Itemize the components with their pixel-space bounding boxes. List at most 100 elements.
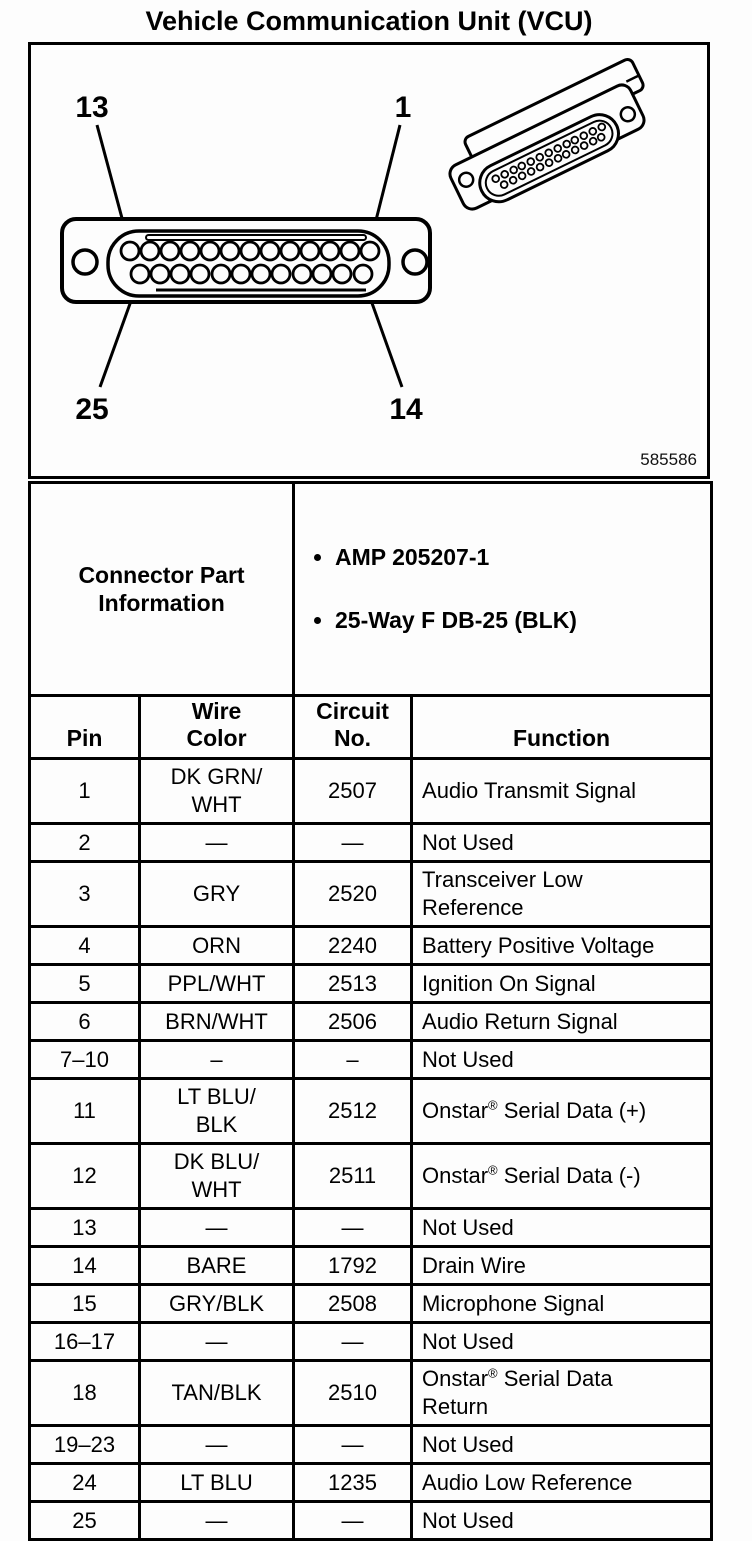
- function-cell: Drain Wire: [410, 1245, 714, 1286]
- connector-part-info-row: Connector Part Information AMP 205207-1 …: [27, 481, 714, 697]
- function-cell: Audio Return Signal: [410, 1001, 714, 1042]
- table-row: 1 DK GRN/ WHT 2507 Audio Transmit Signal: [28, 757, 714, 825]
- wire-color-cell: —: [137, 1321, 296, 1362]
- pin-cell: 6: [28, 1001, 141, 1042]
- table-row: 12 DK BLU/ WHT 2511 Onstar® Serial Data …: [28, 1142, 714, 1210]
- function-cell: Onstar® Serial Data (+): [410, 1077, 714, 1145]
- mounting-hole-right: [401, 248, 429, 276]
- function-cell: Onstar® Serial Data (-): [410, 1142, 714, 1210]
- function-cell: Transceiver Low Reference: [410, 860, 714, 928]
- circuit-no-cell: 1235: [292, 1462, 414, 1503]
- pin-cell: 15: [28, 1283, 141, 1324]
- pin-cell: 14: [28, 1245, 141, 1286]
- pin-cell: 2: [28, 822, 141, 863]
- connector-type: 25-Way F DB-25 (BLK): [335, 607, 709, 634]
- pin-cell: 3: [28, 860, 141, 928]
- wire-color-cell: BRN/WHT: [137, 1001, 296, 1042]
- wire-color-cell: DK BLU/ WHT: [137, 1142, 296, 1210]
- wire-color-cell: —: [137, 822, 296, 863]
- function-cell: Ignition On Signal: [410, 963, 714, 1004]
- table-row: 7–10 – – Not Used: [28, 1039, 714, 1080]
- function-cell: Audio Transmit Signal: [410, 757, 714, 825]
- function-cell: Not Used: [410, 1039, 714, 1080]
- connector-3d-hole-right: [619, 106, 637, 123]
- pin-cell: 7–10: [28, 1039, 141, 1080]
- circuit-no-cell: —: [292, 822, 414, 863]
- circuit-no-cell: 2520: [292, 860, 414, 928]
- pin-cell: 13: [28, 1207, 141, 1248]
- column-header-pin: Pin: [28, 694, 141, 760]
- pin-label-14: 14: [389, 393, 423, 426]
- table-row: 24 LT BLU 1235 Audio Low Reference: [28, 1462, 714, 1503]
- table-row: 5 PPL/WHT 2513 Ignition On Signal: [28, 963, 714, 1004]
- column-header-circuit-no: Circuit No.: [292, 694, 414, 760]
- wire-color-cell: PPL/WHT: [137, 963, 296, 1004]
- pin-cell: 19–23: [28, 1424, 141, 1465]
- circuit-no-cell: –: [292, 1039, 414, 1080]
- pin-label-13: 13: [75, 91, 108, 124]
- function-cell: Battery Positive Voltage: [410, 925, 714, 966]
- table-row: 19–23 — — Not Used: [28, 1424, 714, 1465]
- wire-color-cell: —: [137, 1424, 296, 1465]
- column-header-wire-color: Wire Color: [137, 694, 296, 760]
- table-row: 18 TAN/BLK 2510 Onstar® Serial Data Retu…: [28, 1359, 714, 1427]
- registered-trademark: ®: [488, 1365, 498, 1381]
- wire-color-cell: GRY: [137, 860, 296, 928]
- circuit-no-cell: —: [292, 1424, 414, 1465]
- wire-color-cell: LT BLU: [137, 1462, 296, 1503]
- connector-part-info-header: Connector Part Information: [27, 481, 296, 697]
- column-header-function: Function: [410, 694, 714, 760]
- table-row: 11 LT BLU/ BLK 2512 Onstar® Serial Data …: [28, 1077, 714, 1145]
- circuit-no-cell: —: [292, 1207, 414, 1248]
- pin-cell: 12: [28, 1142, 141, 1210]
- table-row: 3 GRY 2520 Transceiver Low Reference: [28, 860, 714, 928]
- function-cell: Audio Low Reference: [410, 1462, 714, 1503]
- figure-number: 585586: [640, 450, 697, 469]
- registered-trademark: ®: [488, 1097, 498, 1113]
- pin-label-1: 1: [395, 91, 412, 124]
- wire-color-cell: LT BLU/ BLK: [137, 1077, 296, 1145]
- table-row: 13 — — Not Used: [28, 1207, 714, 1248]
- registered-trademark: ®: [488, 1162, 498, 1178]
- function-cell: Not Used: [410, 1424, 714, 1465]
- table-row: 4 ORN 2240 Battery Positive Voltage: [28, 925, 714, 966]
- circuit-no-cell: 2507: [292, 757, 414, 825]
- table-row: 16–17 — — Not Used: [28, 1321, 714, 1362]
- wire-color-cell: DK GRN/ WHT: [137, 757, 296, 825]
- table-row: 2 — — Not Used: [28, 822, 714, 863]
- connector-3d-pins: [491, 122, 607, 189]
- table-row: 25 — — Not Used: [28, 1500, 714, 1541]
- wire-color-cell: ORN: [137, 925, 296, 966]
- circuit-no-cell: 2508: [292, 1283, 414, 1324]
- function-cell: Microphone Signal: [410, 1283, 714, 1324]
- circuit-no-cell: 2240: [292, 925, 414, 966]
- circuit-no-cell: 2510: [292, 1359, 414, 1427]
- connector-part-number: AMP 205207-1: [335, 544, 709, 571]
- pin-cell: 5: [28, 963, 141, 1004]
- pin-cell: 4: [28, 925, 141, 966]
- page-title: Vehicle Communication Unit (VCU): [145, 6, 593, 36]
- function-cell: Not Used: [410, 1207, 714, 1248]
- circuit-no-cell: 2513: [292, 963, 414, 1004]
- pin-cell: 18: [28, 1359, 141, 1427]
- connector-3d-shell-inner: [484, 119, 614, 197]
- wire-color-cell: TAN/BLK: [137, 1359, 296, 1427]
- wire-color-cell: –: [137, 1039, 296, 1080]
- circuit-no-cell: —: [292, 1500, 414, 1541]
- wire-color-cell: —: [137, 1500, 296, 1541]
- column-header-row: Pin Wire Color Circuit No. Function: [28, 694, 714, 760]
- function-cell: Not Used: [410, 1500, 714, 1541]
- wire-color-cell: BARE: [137, 1245, 296, 1286]
- connector-figure-box: 13 1 25 14: [28, 42, 710, 479]
- pinout-table: Connector Part Information AMP 205207-1 …: [27, 481, 714, 1541]
- pin-cell: 25: [28, 1500, 141, 1541]
- circuit-no-cell: 2506: [292, 1001, 414, 1042]
- function-cell: Not Used: [410, 822, 714, 863]
- connector-3d-hole-left: [457, 171, 475, 188]
- connector-face-diagram: 13 1 25 14: [60, 58, 646, 426]
- pin-label-25: 25: [75, 393, 108, 426]
- circuit-no-cell: 1792: [292, 1245, 414, 1286]
- pin-cell: 1: [28, 757, 141, 825]
- wire-color-cell: —: [137, 1207, 296, 1248]
